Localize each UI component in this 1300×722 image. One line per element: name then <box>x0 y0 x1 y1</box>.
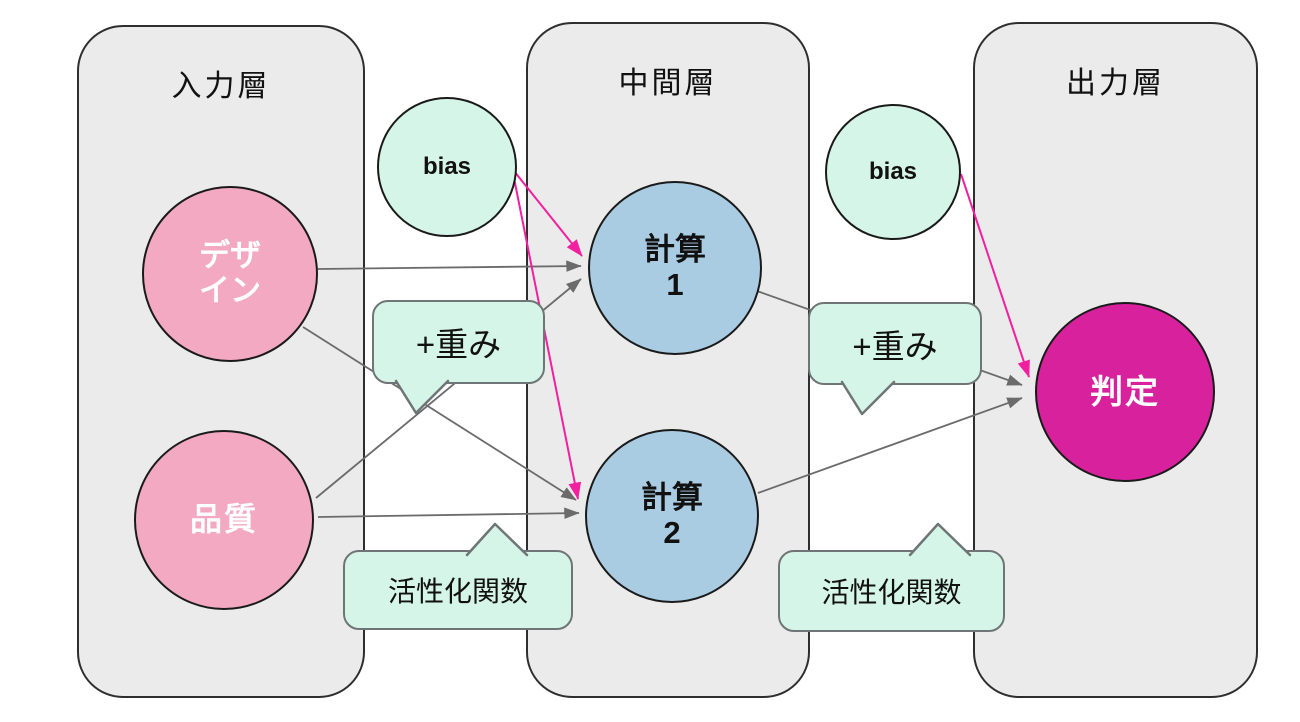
callout-weights-1: +重み <box>372 300 545 415</box>
node-decision: 判定 <box>1035 302 1215 482</box>
callout-weights-1-label: +重み <box>415 326 502 363</box>
node-calc-2-label-line2: 2 <box>663 515 681 550</box>
callout-weights-1-tail <box>394 379 450 415</box>
callout-weights-2: +重み <box>808 302 982 416</box>
callout-activation-1-tail <box>465 522 529 557</box>
input-layer-title: 入力層 <box>171 70 271 103</box>
node-calc-1-label-line2: 1 <box>666 267 684 302</box>
output-layer-title: 出力層 <box>1066 67 1165 100</box>
node-bias-1-label: bias <box>422 152 472 180</box>
node-bias-2: bias <box>825 104 961 240</box>
node-design-label-line2: イン <box>199 273 261 308</box>
node-calc-2: 計算 2 <box>585 429 759 603</box>
node-decision-label: 判定 <box>1090 372 1160 410</box>
callout-weights-2-label: +重み <box>852 327 938 365</box>
node-calc-2-label-line1: 計算 <box>641 480 703 516</box>
hidden-layer-title: 中間層 <box>618 67 718 100</box>
node-calc-1: 計算 1 <box>588 181 762 355</box>
node-quality: 品質 <box>134 430 314 610</box>
node-quality-label: 品質 <box>189 501 258 538</box>
callout-activation-1: 活性化関数 <box>343 522 573 630</box>
node-design: デザ イン <box>142 186 318 362</box>
callout-weights-2-tail <box>840 380 896 416</box>
callout-activation-2: 活性化関数 <box>778 522 1005 632</box>
node-calc-1-label-line1: 計算 <box>644 232 706 268</box>
callout-activation-2-tail <box>908 522 972 557</box>
callout-activation-2-label: 活性化関数 <box>821 577 962 608</box>
node-bias-1: bias <box>377 97 517 237</box>
callout-activation-1-label: 活性化関数 <box>387 576 528 607</box>
node-bias-2-label: bias <box>868 157 918 185</box>
node-design-label-line1: デザ <box>199 238 261 274</box>
